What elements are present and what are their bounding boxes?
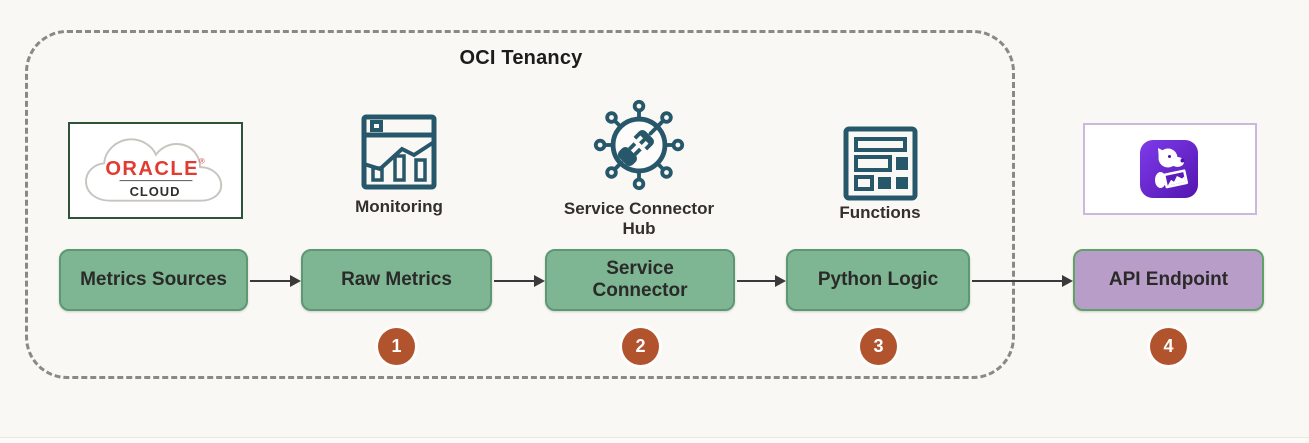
oci-tenancy-title: OCI Tenancy xyxy=(459,47,583,69)
flow-node-label: API Endpoint xyxy=(1108,269,1229,290)
flow-node-raw-metrics: Raw Metrics xyxy=(301,249,492,311)
flow-node-api-endpoint: API Endpoint xyxy=(1073,249,1264,311)
step-badge-2: 2 xyxy=(622,328,659,365)
arrow-connector-to-python xyxy=(737,275,786,287)
bottom-edge-strip xyxy=(0,437,1309,443)
registered-mark: ® xyxy=(199,156,205,165)
monitoring-label: Monitoring xyxy=(355,197,443,216)
flow-node-metrics-sources: Metrics Sources xyxy=(59,249,248,311)
flow-node-label: Service Connector xyxy=(592,258,688,301)
functions-label: Functions xyxy=(839,203,921,222)
functions-icon xyxy=(843,126,918,201)
step-badge-3: 3 xyxy=(860,328,897,365)
datadog-card xyxy=(1083,123,1257,215)
flow-node-label: Raw Metrics xyxy=(341,269,452,290)
oci-tenancy-boundary xyxy=(25,30,1015,379)
monitoring-icon xyxy=(361,114,437,190)
flow-node-label: Python Logic xyxy=(817,269,939,290)
oracle-cloud-icon: ORACLE ® CLOUD xyxy=(85,138,223,202)
oracle-cloud-logo-card: ORACLE ® CLOUD xyxy=(68,122,243,219)
datadog-dog-icon xyxy=(1140,140,1198,198)
oracle-wordmark: ORACLE xyxy=(105,158,199,180)
arrow-python-to-api xyxy=(972,275,1073,287)
step-badge-4: 4 xyxy=(1150,328,1187,365)
service-connector-hub-icon xyxy=(593,99,685,191)
arrow-raw-to-connector xyxy=(494,275,545,287)
flow-node-python-logic: Python Logic xyxy=(786,249,970,311)
flow-node-label: Metrics Sources xyxy=(80,269,227,290)
service-connector-hub-label: Service Connector Hub xyxy=(559,199,719,239)
arrow-metrics-to-raw xyxy=(250,275,301,287)
flow-node-service-connector: Service Connector xyxy=(545,249,735,311)
step-badge-1: 1 xyxy=(378,328,415,365)
oracle-cloud-wordmark: CLOUD xyxy=(130,184,181,199)
sch-label-line2: Hub xyxy=(622,219,656,238)
sch-label-line1: Service Connector xyxy=(563,199,715,218)
